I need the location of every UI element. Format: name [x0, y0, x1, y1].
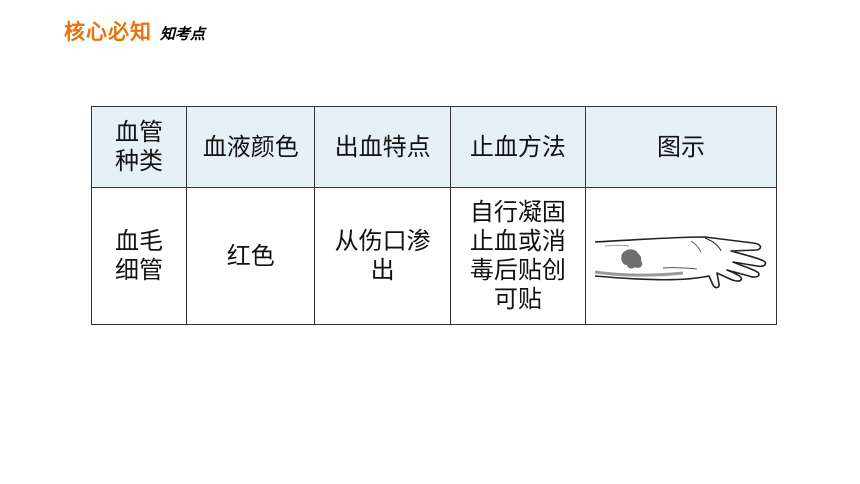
- header-vessel-type: 血管种类: [91, 106, 187, 188]
- blood-vessel-table: 血管种类 血液颜色 出血特点 止血方法 图示 血毛细管 红色 从伤口渗出 自行凝…: [91, 106, 777, 325]
- bleeding-hand-icon: [594, 236, 767, 289]
- header-method: 止血方法: [449, 106, 587, 188]
- section-subtitle: 知考点: [160, 25, 206, 43]
- header-blood-color: 血液颜色: [185, 106, 316, 188]
- wound-mark: [621, 249, 643, 269]
- section-header: 核心必知 知考点: [64, 16, 205, 46]
- cell-method: 自行凝固止血或消毒后贴创可贴: [449, 187, 587, 325]
- header-bleeding-trait: 出血特点: [314, 106, 451, 188]
- section-title: 核心必知: [64, 20, 152, 44]
- table-header-row: 血管种类 血液颜色 出血特点 止血方法 图示: [91, 106, 777, 188]
- cell-bleeding-trait: 从伤口渗出: [314, 187, 451, 325]
- cell-illustration: [585, 187, 777, 325]
- cell-blood-color: 红色: [185, 187, 316, 325]
- header-illustration: 图示: [585, 106, 777, 188]
- table-row: 血毛细管 红色 从伤口渗出 自行凝固止血或消毒后贴创可贴: [91, 187, 777, 325]
- cell-vessel-type: 血毛细管: [91, 187, 187, 325]
